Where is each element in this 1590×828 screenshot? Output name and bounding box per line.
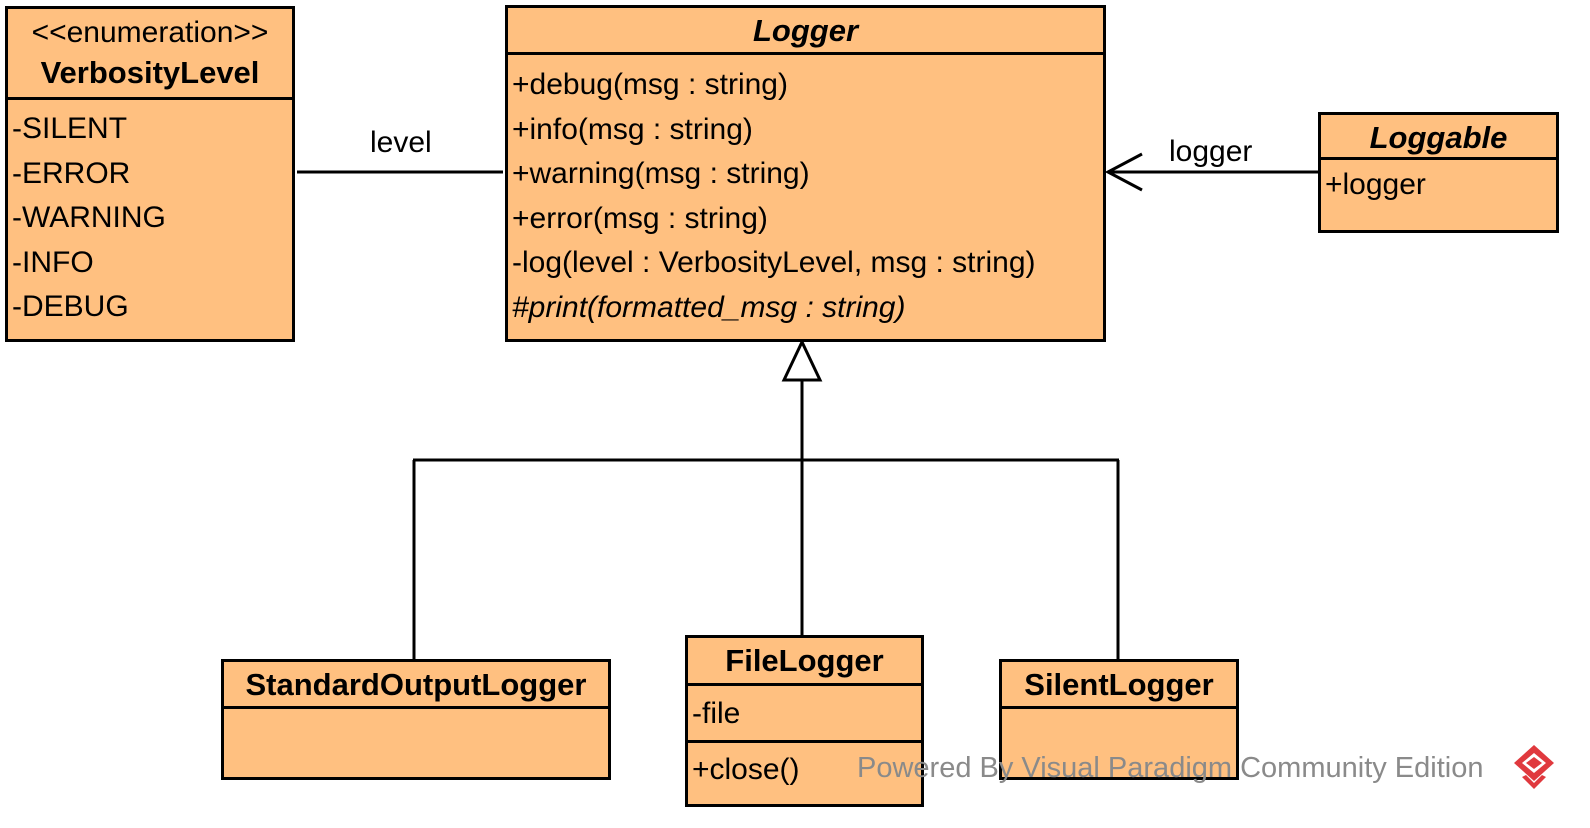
verbosity-level-name: VerbosityLevel [40,55,260,90]
logger-operation: +error(msg : string) [512,201,768,235]
file-logger-class[interactable]: FileLogger -file +close() [685,635,924,807]
logger-header: Logger [508,8,1103,55]
file-logger-operations: +close() [688,743,921,790]
logger-operation: -log(level : VerbosityLevel, msg : strin… [512,246,1036,279]
loggable-name: Loggable [1369,120,1508,155]
file-logger-header: FileLogger [688,638,921,686]
loggable-attribute: +logger [1325,168,1426,201]
loggable-class[interactable]: Loggable +logger [1318,112,1559,233]
enum-literal: -DEBUG [12,290,129,323]
verbosity-level-class[interactable]: <<enumeration>> VerbosityLevel -SILENT -… [5,6,295,342]
silent-logger-class[interactable]: SilentLogger [999,659,1239,780]
generalization-triangle [781,338,823,382]
enumeration-stereotype: <<enumeration>> [31,16,269,49]
standard-output-logger-header: StandardOutputLogger [224,662,608,709]
visual-paradigm-logo-icon [1514,745,1554,789]
enum-literal: -ERROR [12,156,131,190]
logger-operation-abstract: #print(formatted_msg : string) [512,290,906,324]
file-logger-attribute: -file [692,697,741,730]
loggable-header: Loggable [1321,115,1556,160]
enum-literal: -WARNING [12,201,166,234]
level-association-label: level [370,126,432,159]
enum-literal: -INFO [12,245,94,279]
silent-logger-name: SilentLogger [1024,667,1214,702]
verbosity-level-literals: -SILENT -ERROR -WARNING -INFO -DEBUG [8,100,292,330]
loggable-attributes: +logger [1321,160,1556,203]
watermark-text: Powered By Visual Paradigm Community Edi… [857,752,1484,784]
verbosity-level-header: <<enumeration>> VerbosityLevel [8,9,292,100]
logger-operation: +debug(msg : string) [512,68,788,101]
logger-operation: +info(msg : string) [512,112,753,146]
standard-output-logger-name: StandardOutputLogger [245,667,587,702]
navigability-arrowhead [1104,152,1143,192]
enum-literal: -SILENT [12,112,128,145]
logger-association-label: logger [1169,135,1253,168]
file-logger-attributes: -file [688,686,921,743]
logger-class[interactable]: Logger +debug(msg : string) +info(msg : … [505,5,1106,342]
standard-output-logger-class[interactable]: StandardOutputLogger [221,659,611,780]
file-logger-operation: +close() [692,753,800,786]
silent-logger-header: SilentLogger [1002,662,1236,709]
file-logger-name: FileLogger [725,643,884,678]
logger-name: Logger [752,13,859,48]
logger-operation: +warning(msg : string) [512,157,810,190]
logger-operations: +debug(msg : string) +info(msg : string)… [508,55,1103,330]
